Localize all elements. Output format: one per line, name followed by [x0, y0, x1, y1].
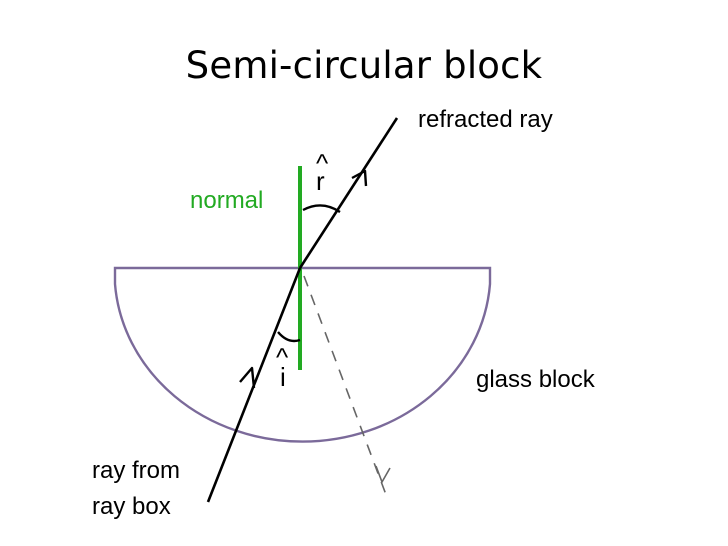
normal-label: normal [190, 187, 263, 214]
refracted-ray-label: refracted ray [418, 106, 553, 133]
ray-from-label: ray from [92, 457, 180, 484]
refracted-ray-arrowhead [351, 169, 368, 187]
angle-r-arc [302, 204, 341, 214]
angle-r-hat: ^ [316, 148, 329, 178]
dashed-arrowhead [375, 465, 391, 484]
page-title: Semi-circular block [185, 44, 543, 87]
incident-ray-arrowhead [239, 366, 256, 389]
ray-box-label: ray box [92, 493, 171, 520]
angle-i-hat: ^ [276, 342, 289, 372]
glass-block-outline [113, 266, 492, 443]
angle-i-arc [277, 331, 301, 343]
angle-i-label: i [280, 362, 286, 392]
refracted-ray [298, 117, 399, 269]
angle-r-label: r [316, 166, 325, 196]
glass-block-label: glass block [476, 366, 596, 393]
